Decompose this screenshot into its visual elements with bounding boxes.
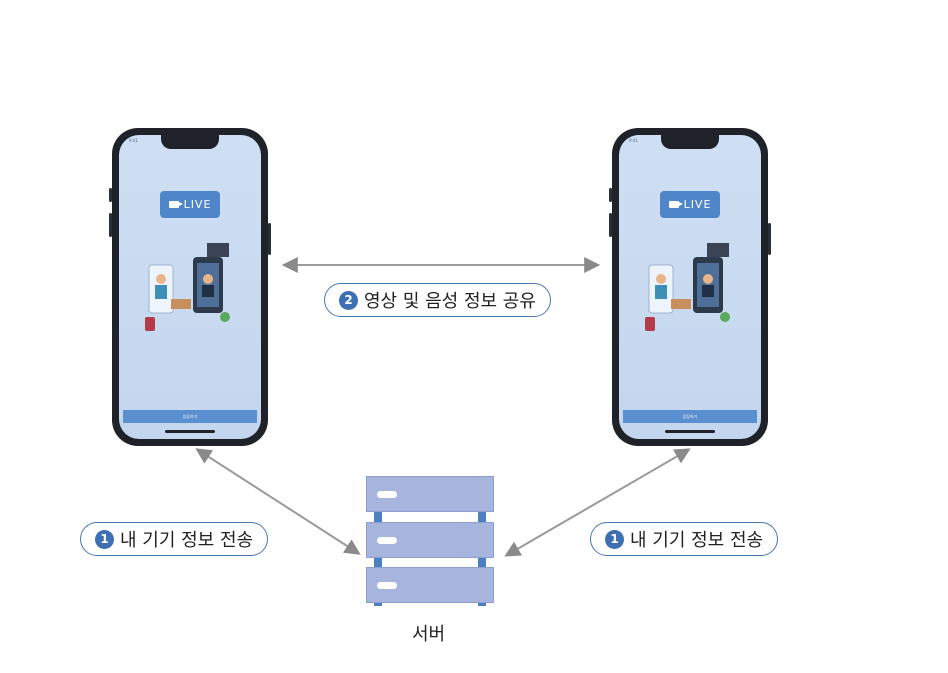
video-camera-icon: [668, 201, 683, 208]
phone-screen: 9:41 LIVE 입장하기: [119, 135, 261, 439]
home-indicator: [665, 430, 715, 433]
share-label-text: 영상 및 음성 정보 공유: [364, 291, 536, 312]
status-time: 9:41: [629, 138, 638, 143]
notch: [661, 135, 719, 149]
right-send-label: 1 내 기기 정보 전송: [590, 522, 779, 556]
enter-button[interactable]: 입장하기: [123, 410, 257, 423]
phone-screen: 9:41 LIVE 입장하기: [619, 135, 761, 439]
right-phone: 9:41 LIVE 입장하기: [609, 128, 771, 446]
right-send-arrow: [504, 448, 691, 557]
left-send-arrow: [195, 448, 361, 555]
home-indicator: [165, 430, 215, 433]
step-2-badge: 2: [339, 290, 358, 310]
enter-button[interactable]: 입장하기: [623, 410, 757, 423]
share-label: 2 영상 및 음성 정보 공유: [324, 283, 551, 317]
left-send-label-text: 내 기기 정보 전송: [120, 530, 254, 551]
live-label: LIVE: [683, 198, 712, 211]
server-caption: 서버: [412, 624, 446, 645]
live-badge[interactable]: LIVE: [660, 191, 720, 218]
left-phone: 9:41 LIVE 입장하기: [109, 128, 271, 446]
notch: [161, 135, 219, 149]
live-badge[interactable]: LIVE: [160, 191, 220, 218]
left-send-label: 1 내 기기 정보 전송: [80, 522, 269, 556]
step-1-badge: 1: [605, 529, 624, 549]
video-camera-icon: [168, 201, 183, 208]
video-call-illustration: [145, 243, 230, 331]
step-1-badge: 1: [95, 529, 114, 549]
right-send-label-text: 내 기기 정보 전송: [630, 530, 764, 551]
video-call-illustration: [645, 243, 730, 331]
status-time: 9:41: [129, 138, 138, 143]
live-label: LIVE: [183, 198, 212, 211]
